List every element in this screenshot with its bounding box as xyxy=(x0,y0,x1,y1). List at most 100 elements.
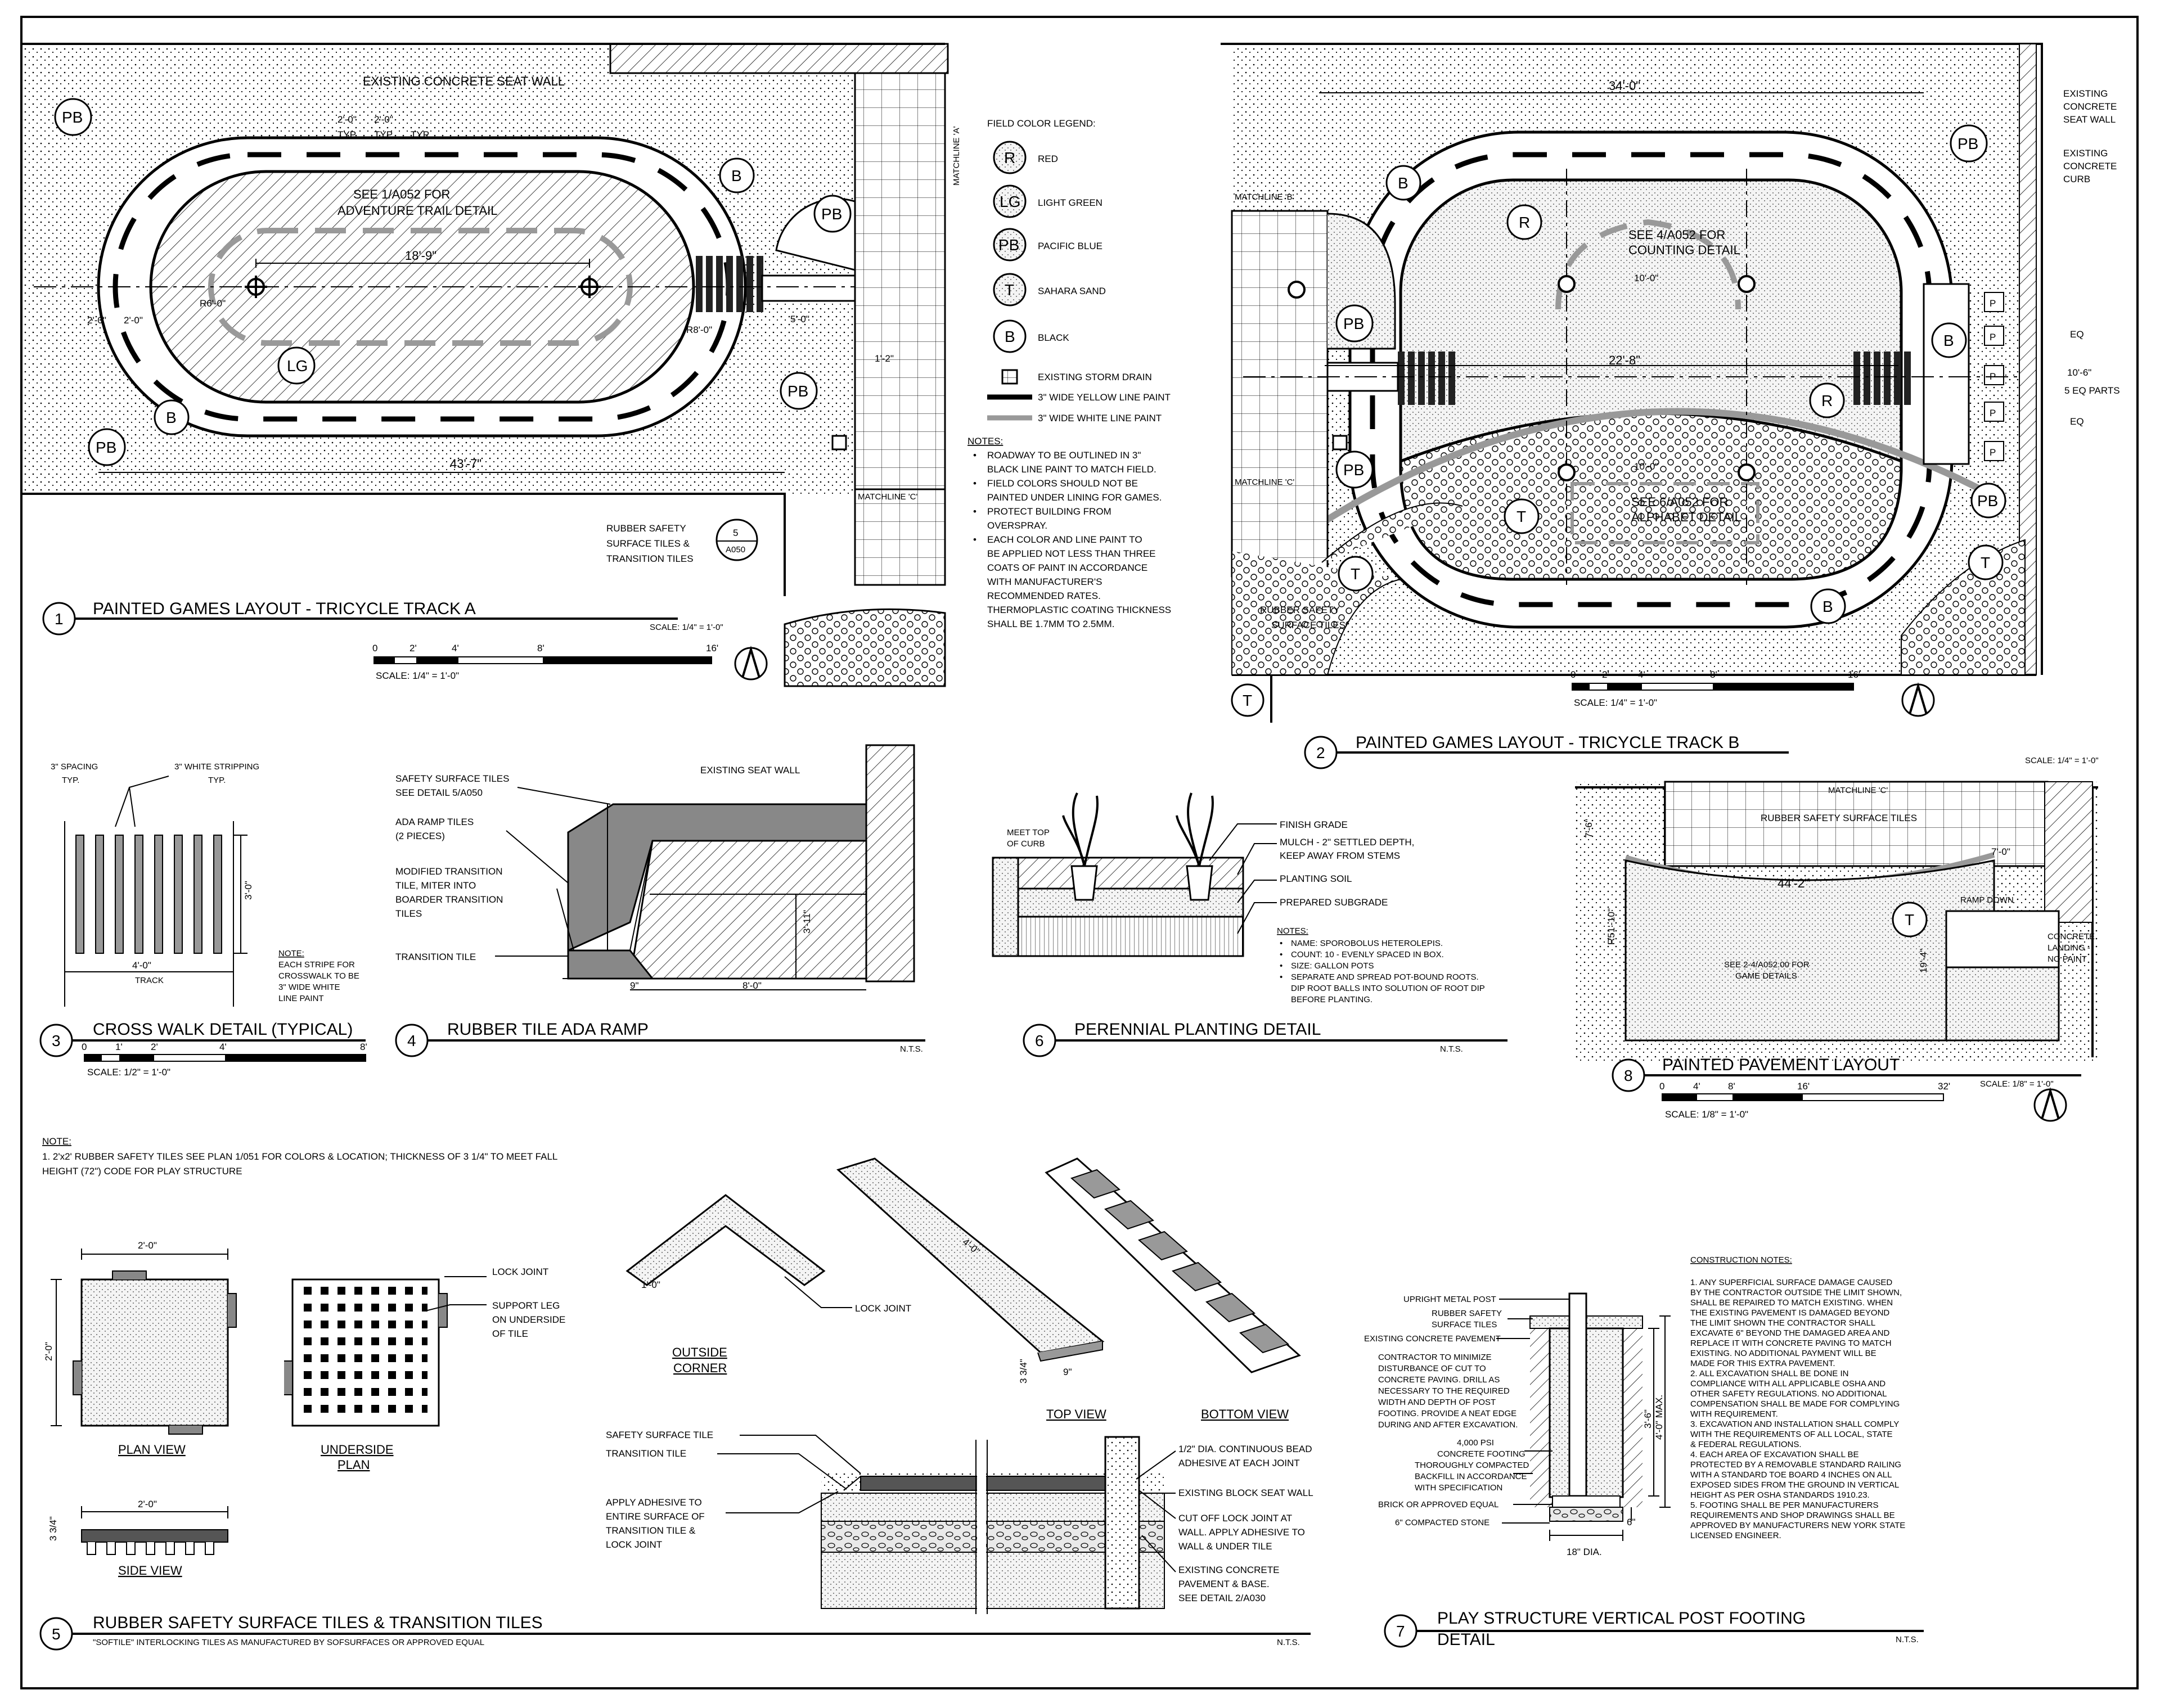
matchline-c: MATCHLINE 'C' xyxy=(1235,477,1294,487)
svg-text:16': 16' xyxy=(1848,669,1860,680)
svg-text:2'-0": 2'-0" xyxy=(138,1240,157,1251)
svg-text:COMPLIANCE WITH ALL APPLICABLE: COMPLIANCE WITH ALL APPLICABLE OSHA AND xyxy=(1690,1379,1886,1389)
svg-text:PROTECT BUILDING FROM: PROTECT BUILDING FROM xyxy=(987,506,1112,517)
svg-text:PB: PB xyxy=(788,382,808,400)
svg-text:TILES: TILES xyxy=(395,908,422,919)
dim-34-0: 34'-0" xyxy=(1609,79,1640,93)
svg-text:6" COMPACTED STONE: 6" COMPACTED STONE xyxy=(1395,1518,1490,1527)
svg-text:BOARDER TRANSITION: BOARDER TRANSITION xyxy=(395,894,503,905)
existing-curb: CONCRETE xyxy=(2063,161,2117,172)
svg-text:SAFETY SURFACE TILES: SAFETY SURFACE TILES xyxy=(395,773,510,784)
scale-note: SCALE: 1/4" = 1'-0" xyxy=(2025,756,2099,765)
svg-text:2': 2' xyxy=(410,643,417,654)
see-trail-label-2: ADVENTURE TRAIL DETAIL xyxy=(338,204,497,218)
svg-text:0: 0 xyxy=(372,643,377,654)
svg-text:9": 9" xyxy=(1063,1367,1072,1377)
svg-text:B: B xyxy=(1943,332,1954,349)
svg-text:LINE PAINT: LINE PAINT xyxy=(278,994,324,1003)
legend-item-sahara-sand: T SAHARA SAND xyxy=(993,273,1106,307)
svg-text:3" WHITE STRIPPING: 3" WHITE STRIPPING xyxy=(174,762,259,772)
svg-text:BLACK LINE PAINT TO MATCH FIEL: BLACK LINE PAINT TO MATCH FIELD. xyxy=(987,464,1156,475)
dim-2-0: 2'-0" xyxy=(338,114,357,125)
svg-text:SAHARA SAND: SAHARA SAND xyxy=(1038,286,1106,296)
crosswalks-track-b xyxy=(1398,351,1911,405)
detail-4-number: 4 xyxy=(407,1032,416,1049)
typ-label: TYP. xyxy=(411,129,431,140)
detail-6-number: 6 xyxy=(1035,1032,1044,1049)
dim-10-6: 10'-6" xyxy=(2067,367,2091,378)
svg-text:OVERSPRAY.: OVERSPRAY. xyxy=(987,520,1047,531)
svg-text:4'-0" MAX.: 4'-0" MAX. xyxy=(1654,1395,1664,1440)
svg-text:•: • xyxy=(973,478,976,489)
crosswalk-stripes xyxy=(75,835,222,954)
svg-text:(2 PIECES): (2 PIECES) xyxy=(395,831,445,841)
svg-text:EXISTING CONCRETE: EXISTING CONCRETE xyxy=(1178,1565,1279,1575)
svg-text:2': 2' xyxy=(151,1042,158,1052)
dim-r6: R6'-0" xyxy=(200,298,226,309)
svg-text:CROSSWALK TO BE: CROSSWALK TO BE xyxy=(278,971,359,981)
svg-text:P: P xyxy=(1990,447,1996,458)
svg-text:DISTURBANCE OF CUT TO: DISTURBANCE OF CUT TO xyxy=(1378,1364,1486,1373)
field-labels-track-a: PB B PB LG B PB PB xyxy=(54,98,852,466)
svg-text:ON UNDERSIDE: ON UNDERSIDE xyxy=(492,1314,565,1325)
svg-text:MATCHLINE 'C': MATCHLINE 'C' xyxy=(1828,786,1888,795)
detail-5-title: RUBBER SAFETY SURFACE TILES & TRANSITION… xyxy=(93,1614,543,1632)
svg-text:8': 8' xyxy=(537,643,544,654)
svg-text:REQUIREMENTS AND SHOP DRAWINGS: REQUIREMENTS AND SHOP DRAWINGS SHALL BE xyxy=(1690,1511,1895,1520)
svg-text:WITH THE REQUIREMENTS OF ALL L: WITH THE REQUIREMENTS OF ALL LOCAL, STAT… xyxy=(1690,1430,1893,1439)
detail-7-title-2: DETAIL xyxy=(1437,1630,1495,1649)
typ-label: TYP. xyxy=(338,129,358,140)
svg-text:SCALE: 1/4" = 1'-0": SCALE: 1/4" = 1'-0" xyxy=(1574,697,1657,708)
svg-text:ROADWAY TO BE OUTLINED IN 3": ROADWAY TO BE OUTLINED IN 3" xyxy=(987,450,1141,461)
svg-text:RUBBER SAFETY: RUBBER SAFETY xyxy=(1432,1309,1502,1318)
svg-text:PAVEMENT & BASE.: PAVEMENT & BASE. xyxy=(1178,1579,1270,1589)
svg-text:NAME: SPOROBOLUS HETEROLEPIS.: NAME: SPOROBOLUS HETEROLEPIS. xyxy=(1291,939,1443,948)
dim-2-0: 2'-0" xyxy=(374,114,393,125)
dim-2-0: 2'-0" xyxy=(124,315,143,326)
svg-text:EACH COLOR AND LINE PAINT TO: EACH COLOR AND LINE PAINT TO xyxy=(987,534,1142,545)
svg-text:•: • xyxy=(1280,950,1282,959)
svg-text:SCALE: 1/8" = 1'-0": SCALE: 1/8" = 1'-0" xyxy=(1980,1079,2054,1089)
svg-text:5. FOOTING SHALL BE PER MANUFA: 5. FOOTING SHALL BE PER MANUFACTURERS xyxy=(1690,1500,1879,1510)
construction-notes: 1. ANY SUPERFICIAL SURFACE DAMAGE CAUSED… xyxy=(1690,1278,1905,1540)
svg-text:T: T xyxy=(1243,692,1252,709)
svg-text:FOOTING. PROVIDE A NEAT EDGE: FOOTING. PROVIDE A NEAT EDGE xyxy=(1378,1409,1516,1418)
detail-3-crosswalk: 3" SPACING TYP. 3" WHITE STRIPPING TYP. … xyxy=(39,762,367,1078)
svg-text:3 3/4": 3 3/4" xyxy=(1018,1359,1029,1383)
svg-text:B: B xyxy=(166,409,177,426)
svg-text:SURFACE TILES: SURFACE TILES xyxy=(1432,1320,1497,1330)
svg-text:19'-4": 19'-4" xyxy=(1918,949,1929,973)
svg-text:SCALE: 1/4" = 1'-0": SCALE: 1/4" = 1'-0" xyxy=(376,670,459,681)
svg-text:RUBBER SAFETY SURFACE TILES: RUBBER SAFETY SURFACE TILES xyxy=(1761,813,1917,823)
svg-text:APPROVED BY MANUFACTURERS NEW: APPROVED BY MANUFACTURERS NEW YORK STATE xyxy=(1690,1521,1905,1530)
svg-text:0: 0 xyxy=(82,1042,87,1052)
svg-text:WIDTH AND DEPTH OF POST: WIDTH AND DEPTH OF POST xyxy=(1378,1398,1496,1407)
svg-text:PAINTED UNDER LINING FOR GAMES: PAINTED UNDER LINING FOR GAMES. xyxy=(987,492,1162,503)
svg-text:8'-0": 8'-0" xyxy=(742,980,762,991)
svg-text:BEFORE PLANTING.: BEFORE PLANTING. xyxy=(1291,995,1372,1004)
svg-text:N.T.S.: N.T.S. xyxy=(1277,1638,1300,1647)
svg-text:18" DIA.: 18" DIA. xyxy=(1567,1547,1602,1557)
svg-text:PB: PB xyxy=(62,109,83,126)
detail-3-number: 3 xyxy=(52,1032,61,1049)
rubber-tiles-b: SURFACE TILES xyxy=(1271,620,1346,630)
svg-text:GAME DETAILS: GAME DETAILS xyxy=(1735,971,1797,981)
svg-text:HEIGHT (72") CODE FOR PLAY STR: HEIGHT (72") CODE FOR PLAY STRUCTURE xyxy=(42,1166,242,1177)
svg-text:SAFETY SURFACE TILE: SAFETY SURFACE TILE xyxy=(606,1430,713,1440)
svg-text:EXCAVATE 6" BEYOND THE DAMAGED: EXCAVATE 6" BEYOND THE DAMAGED AREA AND xyxy=(1690,1328,1889,1338)
svg-text:CONCRETE PAVING. DRILL AS: CONCRETE PAVING. DRILL AS xyxy=(1378,1375,1500,1385)
svg-text:EACH STRIPE FOR: EACH STRIPE FOR xyxy=(278,960,355,970)
detail-6-perennial-planting: MEET TOP OF CURB FINISH GRADE MULCH - 2"… xyxy=(992,792,1508,1057)
svg-text:MEET TOP: MEET TOP xyxy=(1007,828,1050,837)
legend-item-light-green: LG LIGHT GREEN xyxy=(993,184,1102,218)
field-color-legend: FIELD COLOR LEGEND: R RED LG LIGHT GREEN… xyxy=(968,118,1171,629)
detail-8-title: PAINTED PAVEMENT LAYOUT xyxy=(1662,1056,1900,1074)
parking-markers: P P P P P xyxy=(1984,292,2004,461)
svg-text:P: P xyxy=(1990,408,1996,418)
detail-4-ada-ramp: EXISTING SEAT WALL SAFETY SURFACE TILES … xyxy=(395,744,925,1057)
svg-text:R51'-10": R51'-10" xyxy=(1606,908,1617,945)
svg-text:COUNT: 10 - EVENLY SPACED IN B: COUNT: 10 - EVENLY SPACED IN BOX. xyxy=(1291,950,1444,959)
legend-item-pacific-blue: PB PACIFIC BLUE xyxy=(993,228,1102,262)
svg-text:8': 8' xyxy=(1728,1081,1735,1092)
